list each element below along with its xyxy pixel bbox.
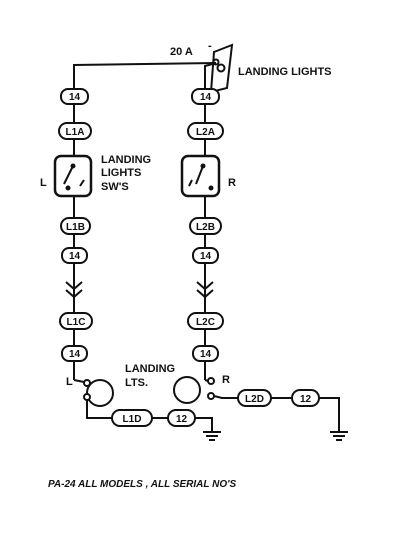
switch-label-line2: LIGHTS [101, 167, 141, 179]
wire-gauge: 12 [300, 394, 312, 405]
wire-id: L1C [67, 317, 86, 328]
connector-icon [196, 281, 214, 299]
wire-gauge: 14 [200, 349, 212, 360]
wire-tag [189, 217, 222, 235]
lamp-label-line2: LTS. [125, 377, 148, 389]
wire-gauge: 14 [69, 349, 81, 360]
bus-wire-right [204, 62, 217, 380]
landing-light-lamp-left [73, 379, 114, 407]
wire-tag [61, 247, 88, 264]
wire-gauge: 12 [176, 414, 188, 425]
wire-gauge: 14 [200, 251, 212, 262]
lamp-side-left: L [66, 376, 73, 388]
lamp-label-line1: LANDING [125, 363, 175, 375]
wire-tag [187, 312, 224, 330]
wire-tag [187, 122, 224, 140]
wire-gauge: 14 [200, 92, 212, 103]
left-chain: 14 L1A L LANDING LIGHTS SW'S L1B 14 L1C … [40, 88, 221, 441]
wire-tag [60, 88, 89, 105]
ground-icon [203, 431, 221, 441]
wire-tag [58, 122, 92, 140]
switch-label-line1: LANDING [101, 154, 151, 166]
wire-id: L2D [245, 394, 264, 405]
lamp-side-right: R [222, 374, 230, 386]
right-chain: 14 L2A R L2B 14 L2C 14 R L2D 12 [173, 88, 348, 441]
landing-light-switch-right [180, 154, 221, 198]
switch-label-line3: SW'S [101, 181, 129, 193]
landing-light-switch-left [53, 154, 93, 198]
wire-tag [191, 88, 220, 105]
breaker-label: LANDING LIGHTS [238, 66, 332, 78]
wire-tag [59, 312, 93, 330]
wire-id: L2B [196, 222, 215, 233]
switch-side-left: L [40, 177, 47, 189]
wire-tag [192, 247, 219, 264]
connector-icon [65, 281, 83, 299]
wire-gauge: 14 [69, 251, 81, 262]
ground-icon [330, 431, 348, 441]
wire-tag [61, 345, 88, 362]
bus-wire [73, 62, 217, 380]
circuit-breaker: 20 A - LANDING LIGHTS [170, 40, 332, 94]
breaker-rating: 20 A [170, 46, 193, 58]
wire-id: L2C [196, 317, 215, 328]
switch-side-right: R [228, 177, 236, 189]
wire-id: L1D [123, 414, 142, 425]
wire-gauge: 14 [69, 92, 81, 103]
wire-id: L1A [66, 127, 85, 138]
wire-id: L2A [196, 127, 215, 138]
wire-tag [192, 345, 219, 362]
diagram-caption: PA-24 ALL MODELS , ALL SERIAL NO'S [48, 479, 236, 490]
wire-tag [60, 217, 91, 235]
wire-id: L1B [66, 222, 85, 233]
landing-light-lamp-right [173, 376, 215, 404]
breaker-dash: - [208, 40, 212, 52]
